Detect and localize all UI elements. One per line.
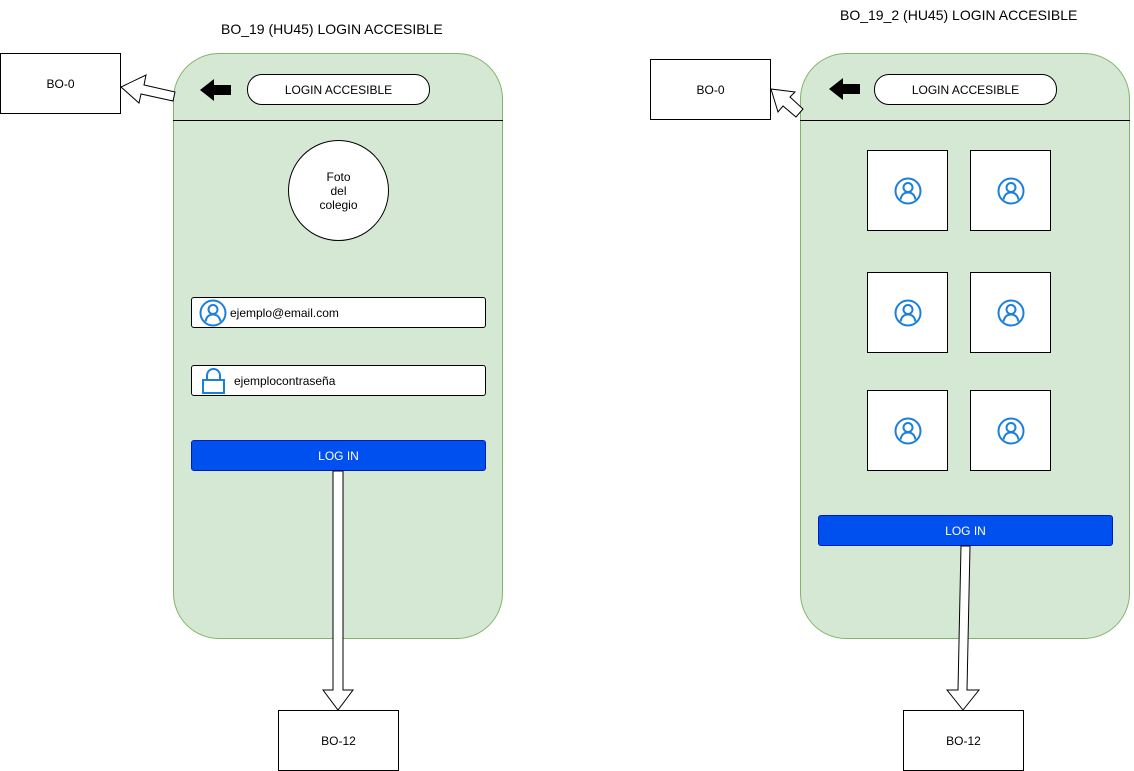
back-arrow-icon[interactable]: [200, 78, 232, 102]
photo-text-line-1: Foto: [326, 169, 351, 184]
photo-text-line-3: colegio: [319, 197, 358, 212]
user-icon: [199, 299, 227, 327]
back-arrow-icon[interactable]: [829, 77, 861, 101]
user-tile[interactable]: [867, 150, 948, 231]
left-diagram-title: BO_19 (HU45) LOGIN ACCESIBLE: [221, 21, 443, 37]
password-value: ejemplocontraseña: [234, 373, 336, 388]
left-header-divider: [173, 120, 503, 121]
right-header-pill: LOGIN ACCESIBLE: [874, 74, 1057, 105]
user-icon: [894, 177, 922, 205]
user-tile[interactable]: [970, 272, 1051, 353]
email-field[interactable]: ejemplo@email.com: [191, 297, 486, 328]
user-icon: [894, 417, 922, 445]
right-phone-frame: [800, 53, 1130, 639]
user-tile[interactable]: [867, 272, 948, 353]
user-tile[interactable]: [970, 390, 1051, 471]
right-back-connector-arrow: [770, 88, 804, 118]
right-login-button[interactable]: LOG IN: [818, 515, 1113, 546]
left-back-connector-arrow: [120, 74, 176, 104]
lock-icon: [202, 367, 225, 394]
right-bo0-box: BO-0: [650, 59, 771, 120]
user-tile[interactable]: [867, 390, 948, 471]
left-login-button[interactable]: LOG IN: [191, 440, 486, 471]
right-header-divider: [800, 120, 1130, 121]
left-header-pill: LOGIN ACCESIBLE: [247, 74, 430, 105]
user-icon: [997, 177, 1025, 205]
right-bo12-box: BO-12: [903, 710, 1024, 771]
password-field[interactable]: ejemplocontraseña: [191, 365, 486, 396]
left-bo12-box: BO-12: [278, 710, 399, 771]
right-diagram-title: BO_19_2 (HU45) LOGIN ACCESIBLE: [840, 7, 1078, 23]
user-icon: [997, 417, 1025, 445]
email-value: ejemplo@email.com: [230, 305, 339, 320]
photo-text-line-2: del: [330, 183, 347, 198]
left-bo0-box: BO-0: [0, 53, 121, 114]
user-icon: [894, 299, 922, 327]
user-tile[interactable]: [970, 150, 1051, 231]
user-icon: [997, 299, 1025, 327]
school-photo-placeholder: Foto del colegio: [288, 140, 389, 241]
